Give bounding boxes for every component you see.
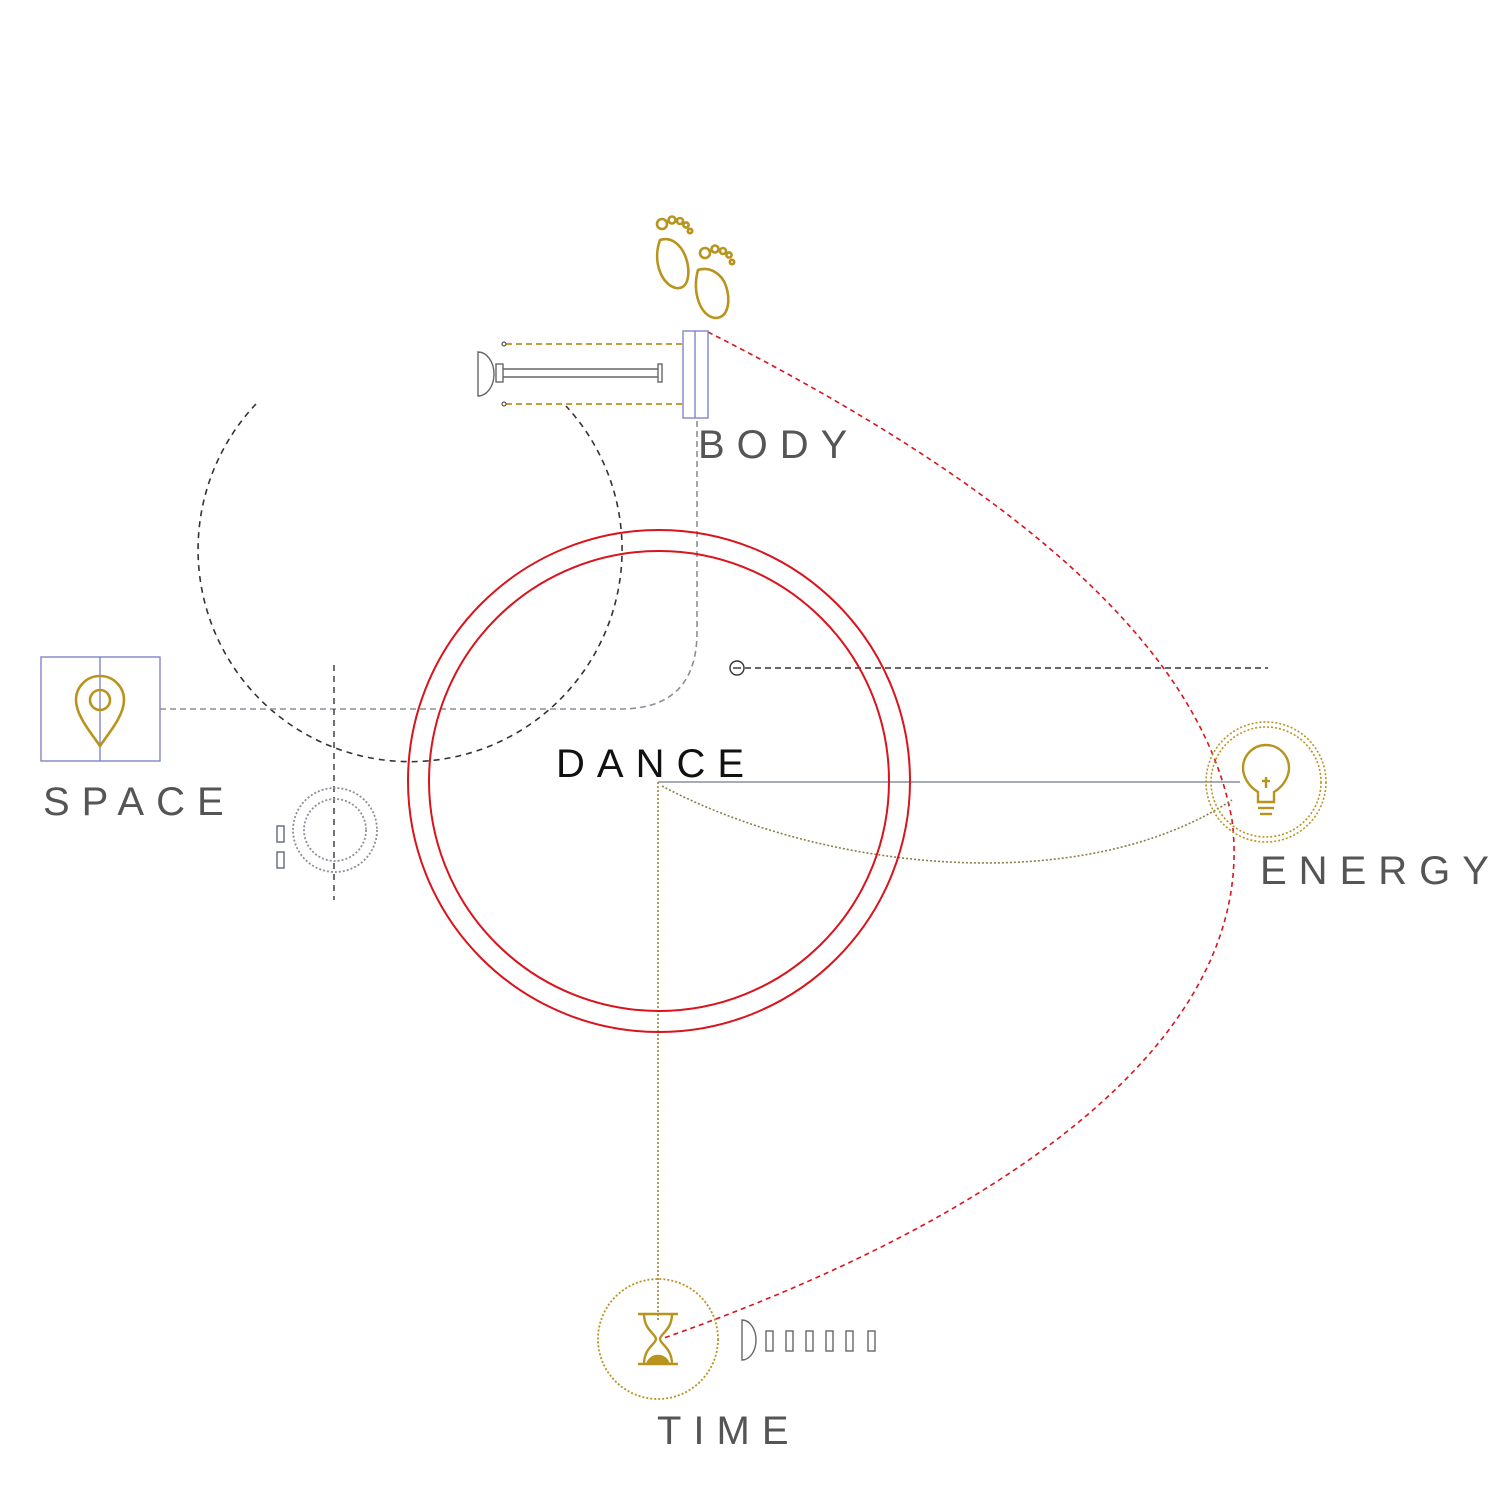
light-bulb-icon bbox=[1241, 743, 1291, 816]
body-label: BODY bbox=[698, 423, 859, 467]
small-marker bbox=[729, 660, 745, 676]
body-guides bbox=[501, 341, 683, 407]
body-rect bbox=[682, 330, 709, 419]
space-small-rects bbox=[276, 825, 285, 869]
location-pin-icon bbox=[74, 674, 126, 749]
red-connector-curve bbox=[663, 331, 1235, 1339]
dance-label: DANCE bbox=[556, 742, 756, 786]
center-energy-curve bbox=[661, 785, 1233, 864]
dance-inner-ring bbox=[428, 550, 890, 1012]
space-label: SPACE bbox=[43, 780, 236, 824]
hourglass-icon bbox=[638, 1312, 678, 1366]
dance-outer-ring bbox=[407, 529, 911, 1033]
energy-dotted-circles bbox=[1205, 721, 1327, 843]
space-dotted-circles bbox=[292, 787, 378, 873]
body-bar-gadget bbox=[477, 351, 663, 397]
footprints-icon bbox=[655, 215, 736, 320]
time-label: TIME bbox=[657, 1409, 801, 1453]
time-sequence-gadget bbox=[741, 1319, 876, 1361]
time-dotted-circle bbox=[597, 1278, 719, 1400]
energy-label: ENERGY bbox=[1260, 849, 1500, 893]
black-dashed-arc bbox=[197, 403, 623, 763]
space-body-connector bbox=[160, 418, 698, 710]
